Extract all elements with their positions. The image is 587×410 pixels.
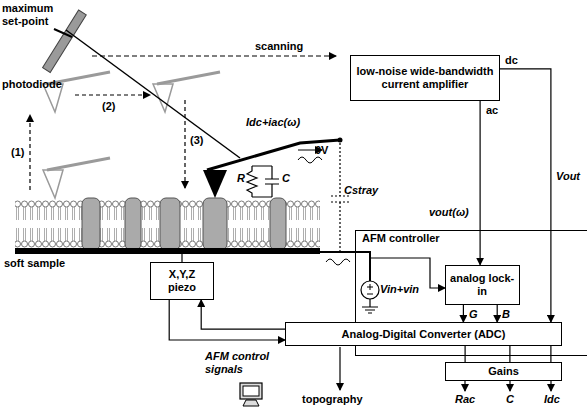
adc-box-text: Analog-Digital Converter (ADC): [342, 328, 506, 341]
lock-in-box-text: analog lock-in: [450, 272, 515, 298]
source-label: Vin+vin: [380, 283, 419, 296]
signal-connector: [550, 346, 551, 362]
callout-number: (3): [190, 134, 203, 147]
port-label: dc: [505, 54, 518, 67]
voltage-source-part: [362, 299, 378, 313]
soft-sample: [15, 198, 320, 254]
substrate-wire-part: [320, 252, 370, 281]
setpoint-label: maximum set-point: [2, 2, 62, 28]
signal-connector: [480, 101, 481, 265]
amplifier-box-text: low-noise wide-bandwidth current amplifi…: [355, 65, 495, 91]
grey-cantilevers-part: [153, 84, 173, 112]
rc-model-part: [265, 166, 279, 197]
probe-cantilever-part: [203, 170, 227, 198]
current-arrow-part: [298, 157, 322, 163]
voltage-source: [361, 281, 379, 313]
amplifier-box: low-noise wide-bandwidth current amplifi…: [350, 55, 500, 101]
output-label: Rac: [455, 393, 475, 406]
voltage-source-part: [361, 281, 379, 299]
photodiode-part: [43, 10, 87, 72]
signal-connector: [509, 346, 510, 362]
laser-beam-part: [66, 30, 240, 158]
motion-arrows-part: [184, 100, 185, 188]
signal-connector: [465, 346, 466, 362]
edge-label: Vout: [555, 170, 581, 183]
grey-cantilevers: [43, 72, 220, 198]
soft-sample-part: [160, 198, 180, 250]
signal-connector: [169, 300, 285, 340]
edge-label: AFM control signals: [204, 350, 284, 376]
output-label: C: [506, 393, 514, 406]
sample-label: soft sample: [4, 257, 65, 270]
computer-icon-part: [243, 400, 259, 406]
resistor-label: R: [237, 172, 245, 185]
substrate-wire-part: [326, 259, 350, 265]
computer-icon-part: [240, 383, 262, 399]
signal-connector: [497, 305, 498, 322]
lock-in-box: analog lock-in: [445, 265, 520, 305]
motion-arrows: [30, 95, 185, 190]
output-label: Idc: [544, 393, 560, 406]
rc-model-part: [247, 166, 257, 197]
laser-beam: [66, 30, 240, 158]
voltage-source-part: [367, 284, 373, 294]
soft-sample-part: [15, 248, 320, 254]
grey-cantilevers-part: [157, 72, 220, 84]
output-label: topography: [302, 393, 363, 406]
soft-sample-part: [82, 198, 100, 250]
signal-connector: [463, 305, 464, 322]
scanning-arrow-part: [92, 55, 336, 56]
piezo-box-text: X,Y,Z piezo: [155, 268, 209, 294]
capacitor-label: C: [282, 172, 290, 185]
probe-cantilever: [203, 138, 343, 199]
soft-sample-part: [125, 198, 141, 250]
output-arrows-part: [339, 347, 340, 390]
soft-sample-part: [203, 198, 227, 250]
edge-label: B: [501, 308, 511, 321]
edge-label: vout(ω): [428, 206, 470, 219]
substrate-wire: [320, 252, 445, 288]
current-label: Idc+iac(ω): [246, 116, 300, 129]
gains-box: Gains: [445, 362, 562, 381]
photodiode-label: photodiode: [2, 78, 62, 91]
probe-cantilever-part: [338, 138, 343, 143]
gains-box-text: Gains: [488, 365, 519, 378]
stray-capacitance-part: [331, 143, 349, 252]
computer-icon: [240, 383, 262, 406]
piezo-box: X,Y,Z piezo: [150, 262, 214, 300]
controller-panel-text: AFM controller: [362, 232, 440, 245]
scanning-label: scanning: [255, 40, 303, 53]
computer-icon-part: [243, 386, 259, 396]
adc-box: Analog-Digital Converter (ADC): [285, 322, 562, 346]
signal-connector: [201, 300, 285, 329]
photodiode: [43, 10, 87, 72]
scanning-arrow: [92, 56, 336, 57]
grey-cantilevers-part: [43, 170, 63, 198]
stray-capacitance: [331, 143, 349, 252]
grey-cantilevers-part: [47, 158, 110, 170]
stray-capacitance-label: Cstray: [344, 184, 378, 197]
motion-arrows-part: [29, 115, 30, 190]
piezo-mount-part: [181, 254, 182, 262]
callout-number: (2): [102, 100, 115, 113]
ground-potential-label: 0V: [315, 144, 328, 157]
port-label: ac: [486, 104, 498, 117]
edge-label: G: [468, 308, 479, 321]
soft-sample-part: [270, 198, 286, 250]
piezo-mount: [181, 254, 182, 262]
rc-model: [247, 166, 279, 197]
motion-arrows-part: [75, 94, 150, 95]
probe-cantilever-part: [207, 140, 340, 170]
callout-number: (1): [11, 146, 24, 159]
rc-model-part: [252, 166, 272, 197]
